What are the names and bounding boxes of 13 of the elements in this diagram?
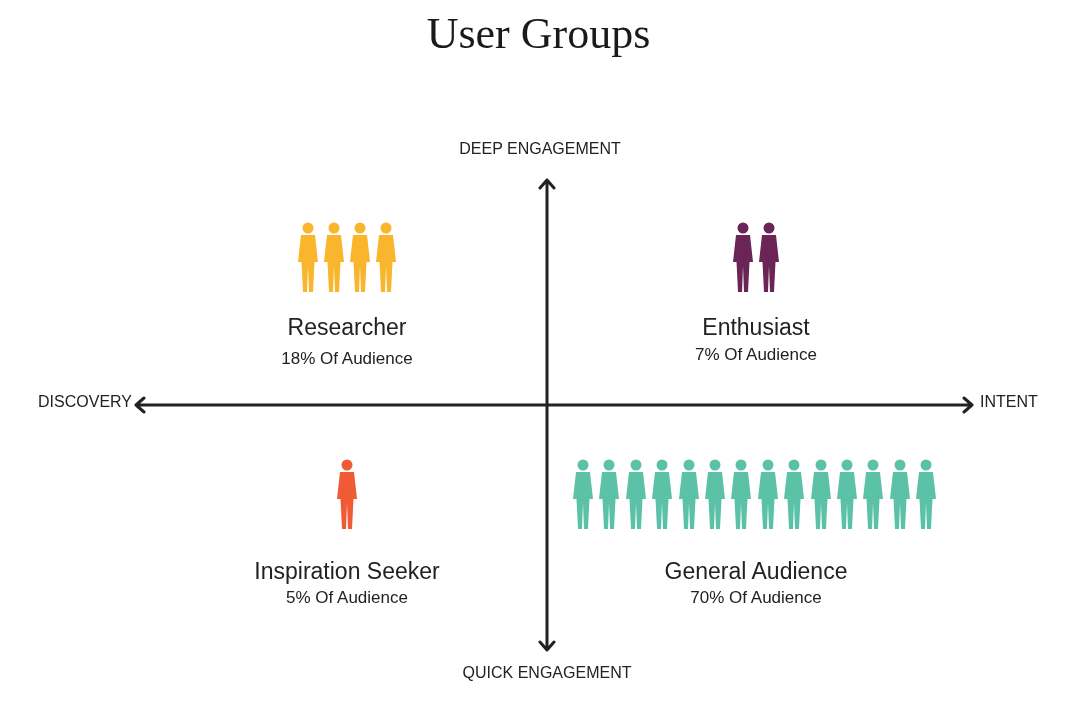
axis-label: DISCOVERY xyxy=(38,393,132,411)
title: User Groups xyxy=(426,9,651,58)
group-name: Enthusiast xyxy=(702,315,810,341)
axis-label: QUICK ENGAGEMENT xyxy=(462,664,632,682)
axis-label: DEEP ENGAGEMENT xyxy=(459,140,621,158)
percentage-label: 5% Of Audience xyxy=(286,588,408,608)
percentage-label: 7% Of Audience xyxy=(695,345,817,365)
percentage-label: 18% Of Audience xyxy=(281,349,413,369)
group-name: Inspiration Seeker xyxy=(254,559,440,585)
group-name: General Audience xyxy=(664,559,848,585)
axis-label: INTENT xyxy=(980,393,1038,411)
percentage-label: 70% Of Audience xyxy=(690,588,822,608)
group-name: Researcher xyxy=(287,315,407,341)
